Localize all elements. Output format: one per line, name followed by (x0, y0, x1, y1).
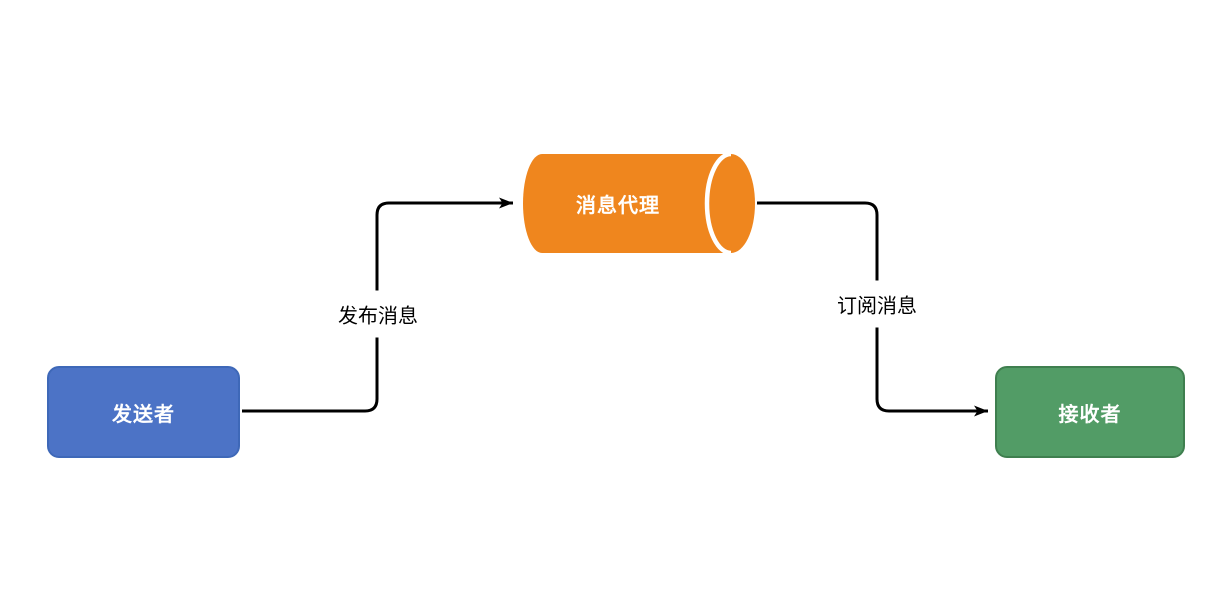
node-receiver: 接收者 (995, 366, 1185, 458)
broker-cylinder-shape (523, 151, 755, 256)
broker-cylinder-body (523, 154, 755, 253)
node-sender: 发送者 (47, 366, 240, 458)
broker-cylinder-endcap-seam (704, 151, 732, 256)
edge-label-subscribe: 订阅消息 (834, 280, 920, 328)
node-broker: 消息代理 (523, 154, 713, 253)
edge-label-publish: 发布消息 (335, 290, 421, 338)
node-receiver-label: 接收者 (1058, 403, 1122, 426)
node-broker-label: 消息代理 (576, 195, 660, 217)
node-sender-label: 发送者 (112, 403, 175, 426)
